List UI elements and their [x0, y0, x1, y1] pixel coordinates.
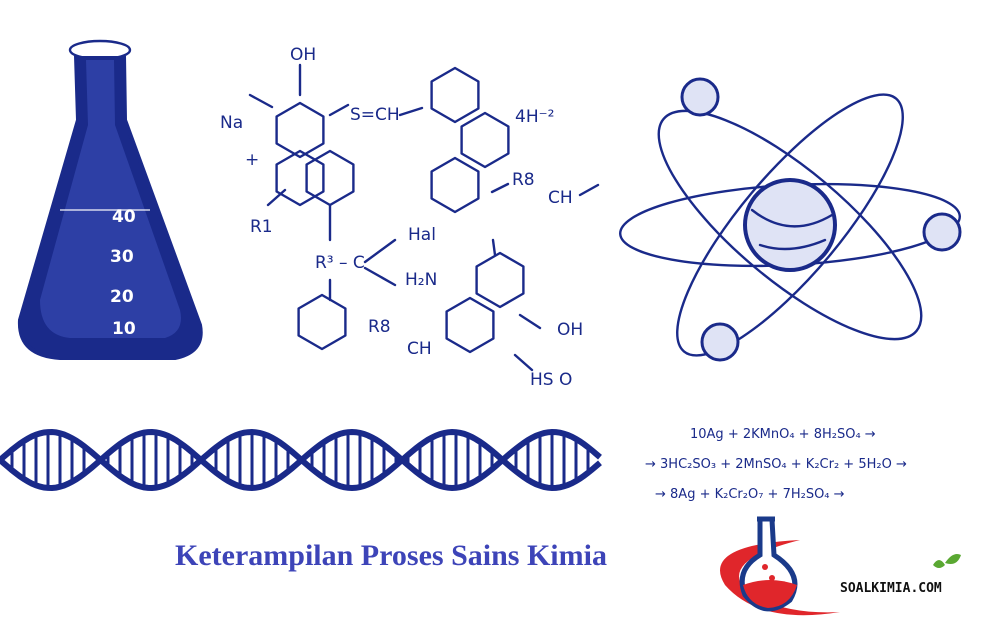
soalkimia-logo: SOALKIMIA.COM: [720, 516, 961, 616]
molecule-labels: OH Na + S=CH 4H⁻² R1 R8 CH Hal R³ – C H₂…: [220, 45, 600, 390]
label-r1: R1: [250, 217, 273, 237]
equation-line-3: → 8Ag + K₂Cr₂O₇ + 7H₂SO₄ →: [655, 487, 845, 502]
label-oh-bottom: OH: [557, 320, 583, 340]
graduation-20: 20: [110, 287, 134, 307]
label-r8-top: R8: [512, 170, 535, 190]
label-r8-bottom: R8: [368, 317, 391, 337]
dna-strand: [0, 428, 602, 492]
graduation-40: 40: [112, 207, 136, 227]
atom-icon: [619, 77, 962, 362]
label-ch-top: CH: [548, 188, 573, 208]
benzene-ring: [430, 156, 480, 214]
equation-line-2: → 3HC₂SO₃ + 2MnSO₄ + K₂Cr₂ + 5H₂O →: [645, 457, 907, 472]
label-hal: Hal: [408, 225, 436, 245]
label-oh: OH: [290, 45, 316, 65]
brand-name: SOALKIMIA.COM: [840, 581, 942, 596]
benzene-ring: [445, 296, 495, 354]
dna-helix-icon: [0, 428, 602, 492]
benzene-ring: [430, 66, 480, 124]
molecule-structures: [275, 66, 525, 354]
label-ch-bottom: CH: [407, 339, 432, 359]
label-hso: HS O: [530, 370, 572, 390]
benzene-ring: [475, 251, 525, 309]
page-title: Keterampilan Proses Sains Kimia: [175, 539, 607, 572]
benzene-ring: [460, 111, 510, 169]
label-h2n: H₂N: [405, 270, 437, 290]
equation-line-1: 10Ag + 2KMnO₄ + 8H₂SO₄ →: [690, 427, 876, 442]
label-4h: 4H⁻²: [515, 107, 554, 127]
benzene-ring: [275, 101, 325, 159]
label-na: Na: [220, 113, 243, 133]
benzene-ring: [297, 293, 347, 351]
erlenmeyer-flask-icon: 40 30 20 10: [17, 39, 203, 360]
label-r3-c: R³ – C: [315, 253, 365, 273]
benzene-ring: [275, 149, 325, 207]
graduation-10: 10: [112, 319, 136, 339]
reaction-equations: 10Ag + 2KMnO₄ + 8H₂SO₄ → → 3HC₂SO₃ + 2Mn…: [645, 427, 907, 502]
label-s-ch: S=CH: [350, 105, 400, 125]
graduation-30: 30: [110, 247, 134, 267]
label-plus: +: [245, 150, 259, 170]
